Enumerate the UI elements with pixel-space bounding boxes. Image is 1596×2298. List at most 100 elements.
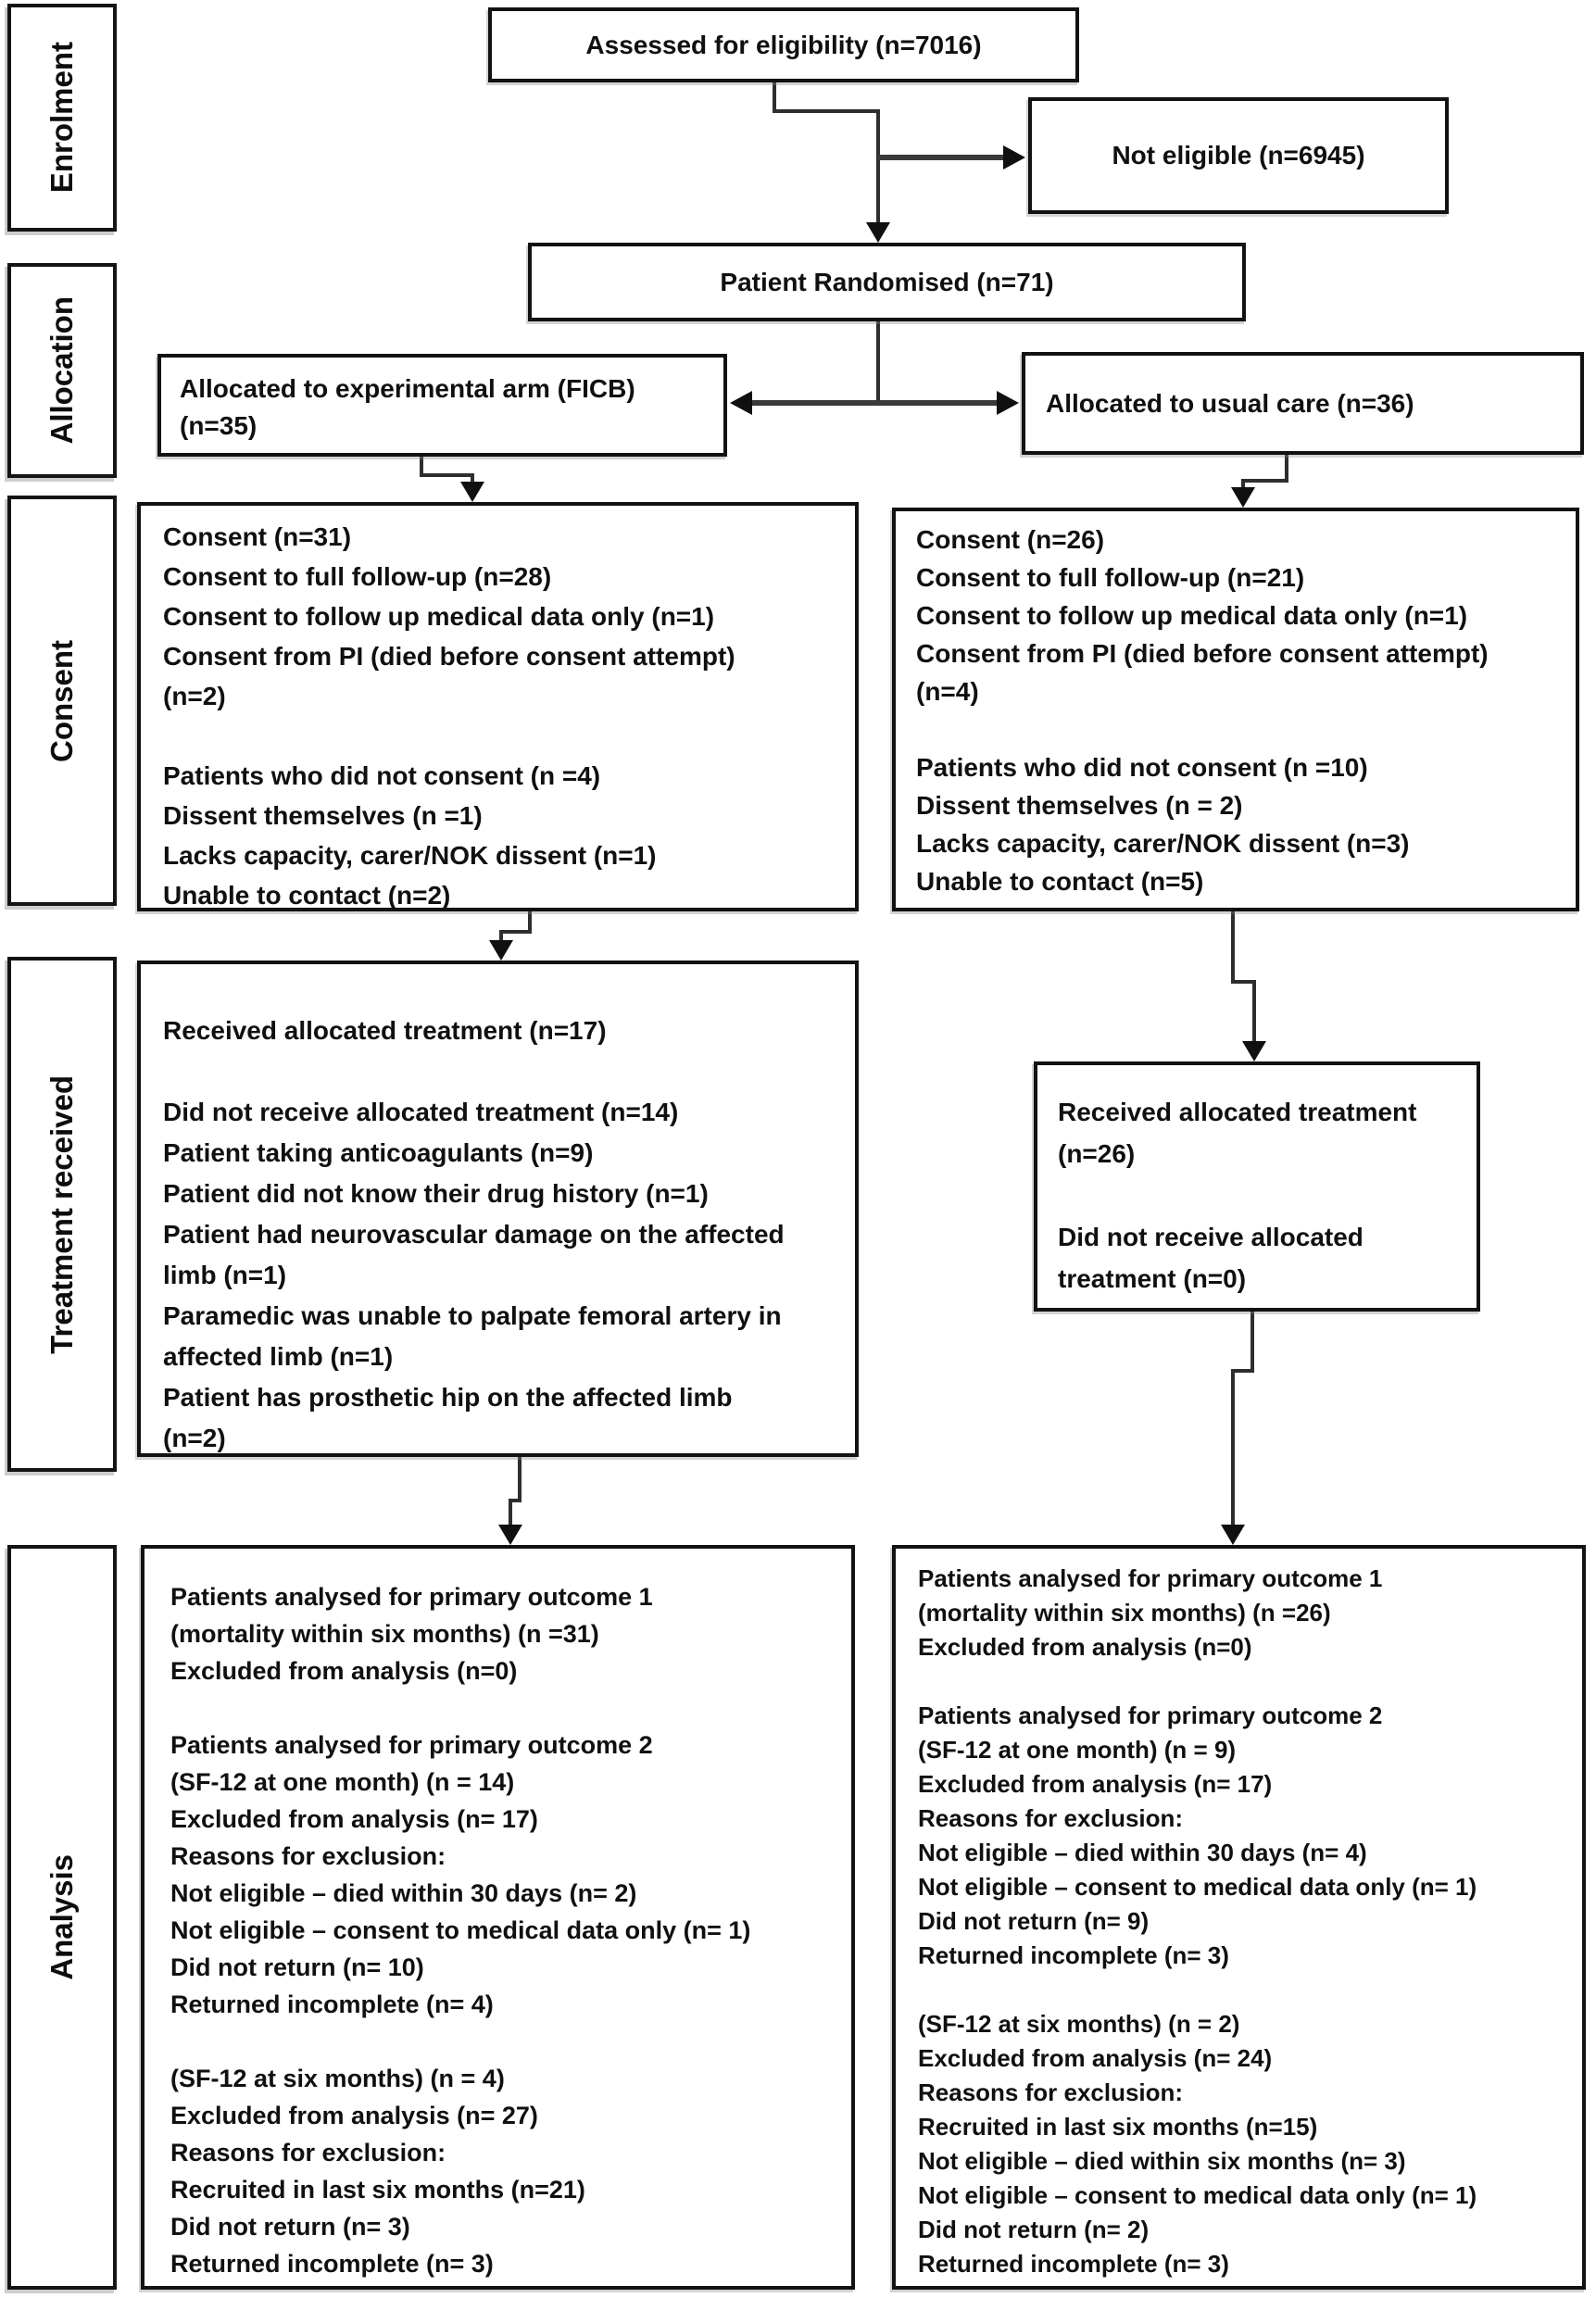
text-line: Consent to follow up medical data only (… <box>163 602 715 631</box>
text-line: (SF-12 at six months) (n = 2) <box>918 2010 1240 2038</box>
text-line: (n=2) <box>163 1424 226 1452</box>
text-line: affected limb (n=1) <box>163 1342 394 1371</box>
arrowhead-down-icon <box>1221 1525 1245 1545</box>
text-line <box>163 716 833 756</box>
text-line: Consent to full follow-up (n=28) <box>163 562 552 591</box>
text-line: (SF-12 at one month) (n = 14) <box>170 1768 515 1796</box>
text-line <box>918 1664 1560 1699</box>
text-line: Did not receive allocated treatment (n=1… <box>163 1098 679 1126</box>
text-line: Excluded from analysis (n=0) <box>170 1657 518 1685</box>
text-line: Recruited in last six months (n=21) <box>170 2176 585 2204</box>
text-line: Received allocated treatment <box>1058 1098 1417 1126</box>
text-line: Not eligible – died within 30 days (n= 2… <box>170 1879 637 1907</box>
text-line: Returned incomplete (n= 3) <box>918 1941 1229 1969</box>
text-line: Patient taking anticoagulants (n=9) <box>163 1138 594 1167</box>
text-line: Not eligible – consent to medical data o… <box>918 1873 1477 1901</box>
text-line: Patients analysed for primary outcome 1 <box>170 1583 653 1611</box>
text-line <box>1058 1174 1456 1216</box>
text-line <box>170 2023 825 2060</box>
text-line: (SF-12 at one month) (n = 9) <box>918 1736 1237 1764</box>
text-line: Not eligible – died within 30 days (n= 4… <box>918 1839 1367 1866</box>
text-line: Unable to contact (n=2) <box>163 881 451 910</box>
stage-label-text: Analysis <box>44 1854 79 1980</box>
stage-label-text: Enrolment <box>44 42 79 194</box>
stage-label-text: Treatment received <box>44 1074 79 1354</box>
box-consent-experimental: Consent (n=31) Consent to full follow-up … <box>137 502 859 911</box>
text-line: Received allocated treatment (n=17) <box>163 1016 607 1045</box>
stage-label-treatment-received: Treatment received <box>7 957 117 1472</box>
text-line: Dissent themselves (n = 2) <box>916 791 1243 820</box>
text-line: Lacks capacity, carer/NOK dissent (n=3) <box>916 829 1410 858</box>
text-line: Unable to contact (n=5) <box>916 867 1204 896</box>
arrowhead-left-icon <box>730 391 752 415</box>
text-line <box>916 710 1555 748</box>
box-patient-randomised: Patient Randomised (n=71) <box>528 243 1246 321</box>
connector-treatment-to-analysis-left <box>509 1457 522 1538</box>
box-treatment-usual-care: Received allocated treatment (n=26) Did n… <box>1034 1061 1480 1312</box>
arrowhead-down-icon <box>498 1525 522 1545</box>
text-line: Excluded from analysis (n=0) <box>918 1633 1252 1661</box>
text-line: Reasons for exclusion: <box>170 1842 446 1870</box>
text-line: Patients analysed for primary outcome 2 <box>170 1731 653 1759</box>
text-line: Paramedic was unable to palpate femoral … <box>163 1301 782 1330</box>
arrowhead-down-icon <box>489 940 513 961</box>
stage-label-consent: Consent <box>7 496 117 906</box>
text-line: Patients analysed for primary outcome 2 <box>918 1702 1383 1729</box>
text-line: Patient had neurovascular damage on the … <box>163 1220 785 1249</box>
text-line <box>918 1973 1560 2007</box>
text-line: Did not return (n= 10) <box>170 1953 424 1981</box>
text-line: Reasons for exclusion: <box>918 1804 1184 1832</box>
text-line: (SF-12 at six months) (n = 4) <box>170 2065 505 2092</box>
stage-label-text: Allocation <box>44 296 79 445</box>
text-line: (n=4) <box>916 677 979 706</box>
text-line: Consent to follow up medical data only (… <box>916 601 1468 630</box>
text-line: Not eligible – consent to medical data o… <box>170 1916 751 1944</box>
text-line: Returned incomplete (n= 3) <box>170 2250 494 2278</box>
box-not-eligible: Not eligible (n=6945) <box>1028 97 1449 214</box>
text-line: Did not return (n= 3) <box>170 2213 410 2241</box>
text-line: Did not return (n= 2) <box>918 2216 1150 2243</box>
text-line: Patient did not know their drug history … <box>163 1179 709 1208</box>
text-line: Lacks capacity, carer/NOK dissent (n=1) <box>163 841 657 870</box>
text-line: Not eligible – consent to medical data o… <box>918 2181 1477 2209</box>
text-line: (mortality within six months) (n =31) <box>170 1620 599 1648</box>
connector-treatment-to-analysis-right <box>1231 1312 1254 1538</box>
text-line: (n=26) <box>1058 1139 1136 1168</box>
arrowhead-down-icon <box>866 222 890 243</box>
box-analysis-experimental: Patients analysed for primary outcome 1 (… <box>141 1545 855 2290</box>
text-line: Returned incomplete (n= 3) <box>918 2250 1229 2278</box>
connector-consent-to-treatment-right <box>1231 911 1256 1054</box>
text-line: Consent to full follow-up (n=21) <box>916 563 1305 592</box>
arrowhead-down-icon <box>1242 1041 1266 1061</box>
box-analysis-usual-care: Patients analysed for primary outcome 1 (… <box>892 1545 1586 2290</box>
text-line: Consent (n=31) <box>163 522 352 551</box>
text-line: Reasons for exclusion: <box>170 2139 446 2166</box>
box-assessed-eligibility: Assessed for eligibility (n=7016) <box>488 7 1079 82</box>
text-line: Did not return (n= 9) <box>918 1907 1150 1935</box>
text-line: Excluded from analysis (n= 17) <box>918 1770 1273 1798</box>
text-line: Consent from PI (died before consent att… <box>916 639 1489 668</box>
text-line: Returned incomplete (n= 4) <box>170 1990 494 2018</box>
text-line: limb (n=1) <box>163 1261 287 1289</box>
stage-label-text: Consent <box>44 639 79 762</box>
text-line: treatment (n=0) <box>1058 1264 1247 1293</box>
text-line: Reasons for exclusion: <box>918 2078 1184 2106</box>
text-line: Did not receive allocated <box>1058 1223 1364 1251</box>
stage-label-analysis: Analysis <box>7 1545 117 2290</box>
text-line: Recruited in last six months (n=15) <box>918 2113 1318 2141</box>
box-treatment-experimental: Received allocated treatment (n=17) Did … <box>137 961 859 1457</box>
arrowhead-right-icon <box>997 391 1019 415</box>
arrowhead-down-icon <box>1231 487 1255 508</box>
box-allocated-experimental: Allocated to experimental arm (FICB)(n=3… <box>157 354 727 457</box>
text-line <box>163 1051 833 1092</box>
text-line: Patients who did not consent (n =4) <box>163 761 601 790</box>
text-line: Patient has prosthetic hip on the affect… <box>163 1383 733 1412</box>
text-line: Excluded from analysis (n= 24) <box>918 2044 1273 2072</box>
connector-assessed-to-randomised <box>773 82 880 235</box>
text-line: Not eligible – died within six months (n… <box>918 2147 1406 2175</box>
stage-label-enrolment: Enrolment <box>7 4 117 232</box>
text-line: (n=35) <box>180 411 258 440</box>
text-line: Patients analysed for primary outcome 1 <box>918 1564 1383 1592</box>
